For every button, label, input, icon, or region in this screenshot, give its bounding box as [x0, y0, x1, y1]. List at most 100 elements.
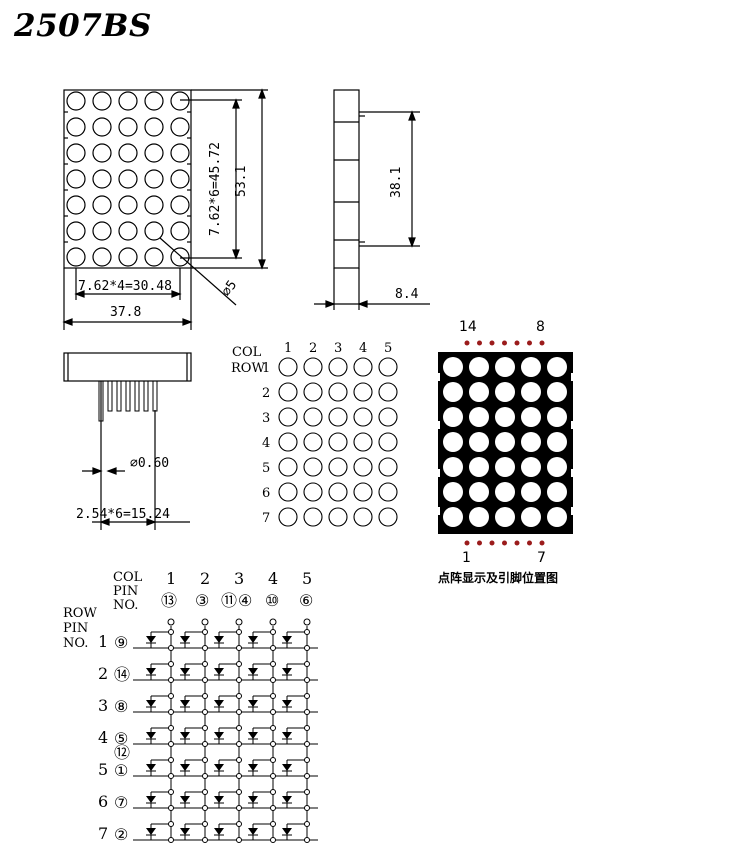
- bottom-view-pins: [98, 380, 158, 422]
- front-view-dot: [170, 143, 190, 163]
- pin-map-led-dot: [495, 407, 515, 427]
- schematic-node: [304, 677, 310, 683]
- schematic-row-number: 2: [98, 664, 108, 683]
- dim-dot-diameter: ⌀5: [219, 278, 240, 299]
- dim-pitch-vertical: 7.62*6=45.72: [208, 142, 223, 236]
- front-view-dot-matrix: [66, 91, 190, 267]
- pin-map-pin-dot: [477, 340, 482, 346]
- front-view-dot: [170, 117, 190, 137]
- schematic-node: [202, 821, 208, 827]
- schematic-node: [270, 645, 276, 651]
- schematic-node: [270, 837, 276, 843]
- schematic-terminal: [201, 618, 209, 626]
- schematic-row-number: 6: [98, 792, 108, 811]
- bottom-view: [63, 352, 192, 530]
- grid-dot: [278, 407, 298, 427]
- schematic-col-header-2: PIN: [113, 584, 138, 599]
- schematic-diode: [282, 764, 292, 771]
- schematic-node: [236, 661, 242, 667]
- schematic-node: [236, 757, 242, 763]
- schematic-node: [304, 757, 310, 763]
- side-view: [314, 89, 430, 310]
- grid-dot: [378, 457, 398, 477]
- pin-map-led-dot: [547, 407, 567, 427]
- schematic-col-pin: ⑥: [299, 591, 313, 610]
- schematic-row-header-2: PIN: [63, 621, 88, 636]
- schematic-row-pin: ⑭: [114, 665, 130, 684]
- schematic-row-pin: ①: [114, 761, 128, 780]
- pin-map-pin-dot: [514, 340, 520, 346]
- schematic-node: [168, 661, 174, 667]
- front-view-dot: [92, 143, 112, 163]
- pin-map-top-right-pin: 8: [536, 319, 545, 335]
- schematic-diode: [214, 828, 224, 835]
- pin-map-led-dots: [443, 357, 567, 527]
- pin-map-led-dot: [443, 457, 463, 477]
- schematic-node: [270, 805, 276, 811]
- schematic-diode: [214, 764, 224, 771]
- side-view-outline: [333, 89, 360, 269]
- pin-map-led-dot: [469, 357, 489, 377]
- pin-map-led-dot: [469, 382, 489, 402]
- schematic-diode: [248, 636, 258, 643]
- front-view-dot: [144, 117, 164, 137]
- schematic-node: [304, 725, 310, 731]
- grid-row-label: ROW: [231, 361, 265, 376]
- pin-map-led-dot: [547, 457, 567, 477]
- schematic-row-pin: ⑤: [114, 729, 128, 748]
- front-view-dot: [118, 91, 138, 111]
- pin-map-led-dot: [469, 507, 489, 527]
- schematic-diode: [248, 732, 258, 739]
- grid-row-number: 5: [262, 461, 270, 476]
- schematic-node: [168, 837, 174, 843]
- pin-map-pin-dot: [539, 540, 545, 546]
- schematic-row-pin: ⑫: [114, 743, 130, 762]
- pin-map-notch: [571, 373, 576, 381]
- pin-map-led-dot: [547, 382, 567, 402]
- schematic-diode: [146, 636, 156, 643]
- front-view-dot: [66, 195, 86, 215]
- schematic-diode: [180, 668, 190, 675]
- grid-dot: [353, 482, 373, 502]
- schematic-node: [236, 693, 242, 699]
- schematic-diode: [180, 732, 190, 739]
- schematic-row-number: 4: [98, 728, 108, 747]
- schematic-diode: [248, 700, 258, 707]
- schematic-diode: [146, 668, 156, 675]
- pin-map-led-dot: [443, 357, 463, 377]
- pin-map-led-dot: [547, 507, 567, 527]
- schematic-diode: [146, 764, 156, 771]
- front-view-dot: [92, 91, 112, 111]
- schematic-row-header-3: NO.: [63, 636, 88, 651]
- pin-map-pin-dot: [539, 340, 545, 346]
- front-view: [62, 88, 268, 330]
- grid-dot: [353, 357, 373, 377]
- grid-dot: [378, 432, 398, 452]
- schematic-diode: [282, 700, 292, 707]
- schematic-node: [236, 629, 242, 635]
- pin-map-led-dot: [495, 357, 515, 377]
- schematic-node: [304, 789, 310, 795]
- front-view-dot: [118, 247, 138, 267]
- schematic-node: [236, 789, 242, 795]
- front-view-dot: [144, 247, 164, 267]
- bottom-view-pin: [125, 380, 131, 412]
- schematic-diode: [282, 828, 292, 835]
- front-view-dot: [170, 91, 190, 111]
- grid-col-number: 4: [359, 341, 367, 356]
- front-view-dot: [66, 143, 86, 163]
- bottom-view-pin: [107, 380, 113, 412]
- dim-pin-diameter: ⌀0.60: [130, 456, 169, 471]
- grid-dot: [303, 482, 323, 502]
- pin-map-led-dot: [443, 482, 463, 502]
- schematic-node: [304, 741, 310, 747]
- schematic-diode: [214, 636, 224, 643]
- schematic-node: [168, 789, 174, 795]
- schematic-row-number: 3: [98, 696, 108, 715]
- pin-map-notch: [571, 507, 576, 515]
- schematic-col-pin: ⑬: [161, 591, 177, 610]
- schematic-node: [202, 837, 208, 843]
